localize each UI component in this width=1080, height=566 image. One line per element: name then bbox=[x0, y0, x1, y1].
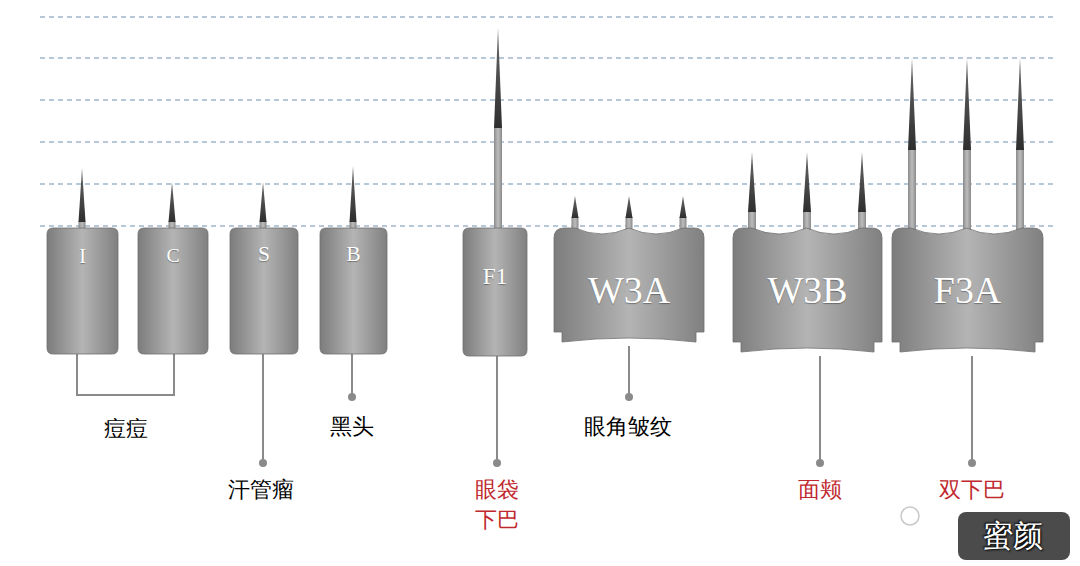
use-label-text: 眼袋 下巴 bbox=[475, 477, 519, 532]
needle bbox=[908, 58, 916, 232]
needle-head: W3B bbox=[733, 228, 882, 356]
needle-head: F3A bbox=[892, 228, 1043, 356]
use-label-text: 面颊 bbox=[798, 477, 842, 502]
use-label-text: 痘痘 bbox=[104, 416, 148, 441]
guide-line bbox=[40, 16, 1056, 17]
leader-dot bbox=[816, 459, 824, 467]
watermark-badge bbox=[901, 507, 1070, 560]
needle bbox=[572, 196, 579, 230]
use-label-text: 双下巴 bbox=[939, 477, 1005, 502]
needle-code: W3B bbox=[733, 272, 882, 310]
guide-line bbox=[40, 141, 1056, 142]
needle-code: W3A bbox=[554, 272, 704, 310]
use-label-text: 汗管瘤 bbox=[228, 477, 294, 502]
use-label-text: 黑头 bbox=[330, 414, 374, 439]
needle bbox=[803, 152, 811, 232]
needle-head: I bbox=[47, 228, 118, 354]
needle bbox=[79, 168, 86, 230]
guide-line bbox=[40, 99, 1056, 100]
leader-dots bbox=[259, 393, 976, 467]
use-label: 面颊 bbox=[760, 475, 880, 505]
guide-line bbox=[40, 225, 1056, 226]
guide-line bbox=[40, 183, 1056, 184]
needle bbox=[680, 196, 687, 230]
leader-dot bbox=[348, 393, 356, 401]
needle bbox=[626, 196, 633, 230]
needle bbox=[260, 182, 267, 230]
leader-lines bbox=[77, 346, 972, 460]
needle-head: F1 bbox=[463, 228, 527, 356]
guide-line bbox=[40, 57, 1056, 58]
leader-dot bbox=[493, 459, 501, 467]
use-label: 汗管瘤 bbox=[201, 475, 321, 505]
use-label-text: 眼角皱纹 bbox=[584, 414, 672, 439]
watermark: 蜜颜 bbox=[983, 521, 1043, 551]
leader-dot bbox=[968, 459, 976, 467]
needle-head: C bbox=[138, 228, 208, 354]
needle bbox=[858, 152, 866, 232]
leader-dot bbox=[259, 459, 267, 467]
use-label: 黑头 bbox=[292, 412, 412, 442]
needle-code: F3A bbox=[892, 272, 1043, 310]
needle bbox=[350, 166, 357, 230]
leader-line bbox=[819, 356, 821, 460]
needle bbox=[1016, 58, 1024, 232]
needle-code: B bbox=[320, 244, 387, 266]
use-label: 眼袋 下巴 bbox=[471, 475, 523, 535]
leader-line bbox=[496, 356, 498, 460]
bracket bbox=[77, 354, 174, 395]
needle-head: B bbox=[320, 228, 387, 354]
needle bbox=[748, 152, 756, 232]
leader-line bbox=[262, 354, 264, 460]
needle bbox=[494, 28, 502, 230]
needles bbox=[79, 28, 1025, 232]
needle-code: I bbox=[47, 246, 118, 268]
needle bbox=[169, 182, 176, 230]
needle-code: S bbox=[230, 244, 298, 266]
use-label: 双下巴 bbox=[912, 475, 1032, 505]
needle bbox=[963, 58, 971, 232]
leader-dot bbox=[625, 393, 633, 401]
use-label: 眼角皱纹 bbox=[558, 412, 698, 442]
needle-code: F1 bbox=[463, 265, 527, 288]
needle-head: W3A bbox=[554, 228, 704, 346]
dashed-guides bbox=[40, 17, 1056, 226]
leader-line bbox=[628, 346, 630, 394]
needle-code: C bbox=[138, 246, 208, 266]
leader-line bbox=[351, 354, 353, 394]
leader-line bbox=[971, 356, 973, 460]
use-label: 痘痘 bbox=[66, 414, 186, 444]
needle-head: S bbox=[230, 228, 298, 354]
head-outline bbox=[463, 228, 527, 356]
